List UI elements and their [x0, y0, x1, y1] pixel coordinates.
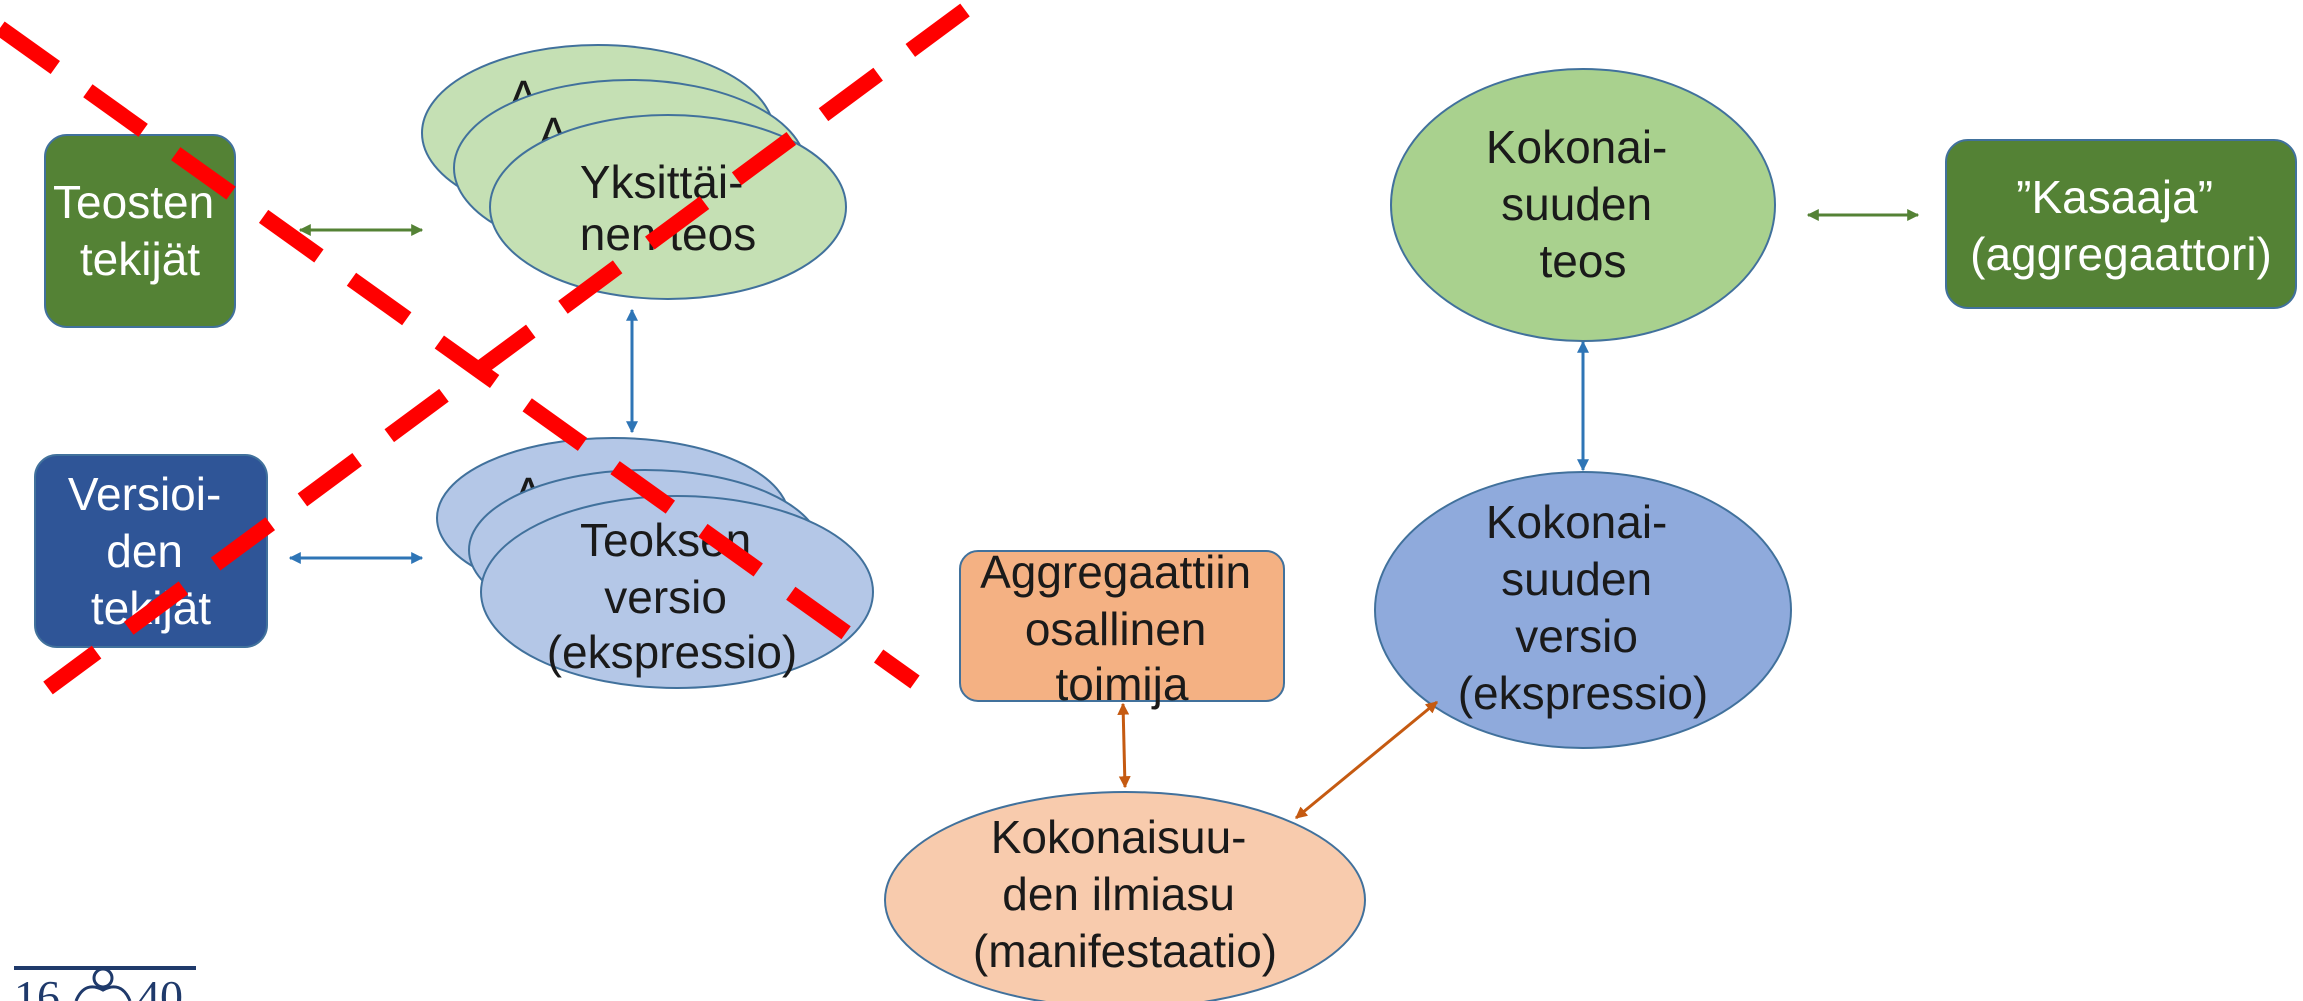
osallinen-toimija-label: Aggregaattiin osallinen toimija — [980, 546, 1264, 710]
red-cross-out — [0, 3, 970, 695]
kasaaja-box: ”Kasaaja” (aggregaattori) — [1945, 139, 2297, 309]
versioiden-tekijat-label: Versioi- den tekijät — [68, 468, 234, 634]
kokonaisuuden-versio-node: Kokonai- suuden versio (ekspressio) — [1374, 471, 1792, 749]
teoksen-versio-stack: A Teoksen versio (ekspressio) — [436, 437, 874, 689]
teosten-tekijat-box: Teosten tekijät — [44, 134, 236, 328]
kasaaja-label: ”Kasaaja” (aggregaattori) — [1970, 171, 2272, 280]
arrow-toimija-to-ilmiasu — [1117, 702, 1131, 789]
yksittainen-teos-label: Yksittäi- nen teos — [580, 156, 756, 260]
cross-line-ascending — [43, 3, 970, 695]
cross-line-descending — [0, 21, 920, 689]
teoksen-versio-ellipse — [480, 495, 874, 689]
logo-year-left: 16 — [14, 971, 60, 1001]
versioiden-tekijat-box: Versioi- den tekijät — [34, 454, 268, 648]
kokonaisuuden-versio-label: Kokonai- suuden versio (ekspressio) — [1458, 496, 1709, 719]
kokonaisuuden-versio-ellipse — [1374, 471, 1792, 749]
teosten-tekijat-label: Teosten tekijät — [53, 176, 227, 285]
university-logo: 16 40 — [14, 966, 196, 1001]
kokonaisuuden-teos-label: Kokonai- suuden teos — [1486, 121, 1680, 287]
connectors — [288, 209, 1920, 820]
osallinen-toimija-box: Aggregaattiin osallinen toimija — [959, 546, 1285, 710]
kokonaisuuden-teos-node: Kokonai- suuden teos — [1390, 68, 1776, 342]
logo-year-right: 40 — [137, 971, 183, 1001]
logo-emblem-icon — [74, 967, 132, 1001]
arrow-ilmiasu-to-kokonaisuuden-versio — [1295, 700, 1438, 820]
kokonaisuuden-ilmiasu-label: Kokonaisuu- den ilmiasu (manifestaatio) — [973, 811, 1277, 977]
kokonaisuuden-ilmiasu-node: Kokonaisuu- den ilmiasu (manifestaatio) — [884, 791, 1366, 1001]
yksittainen-teos-stack: A A Yksittäi- nen teos — [421, 44, 847, 300]
kokonaisuuden-ilmiasu-ellipse — [884, 791, 1366, 1001]
